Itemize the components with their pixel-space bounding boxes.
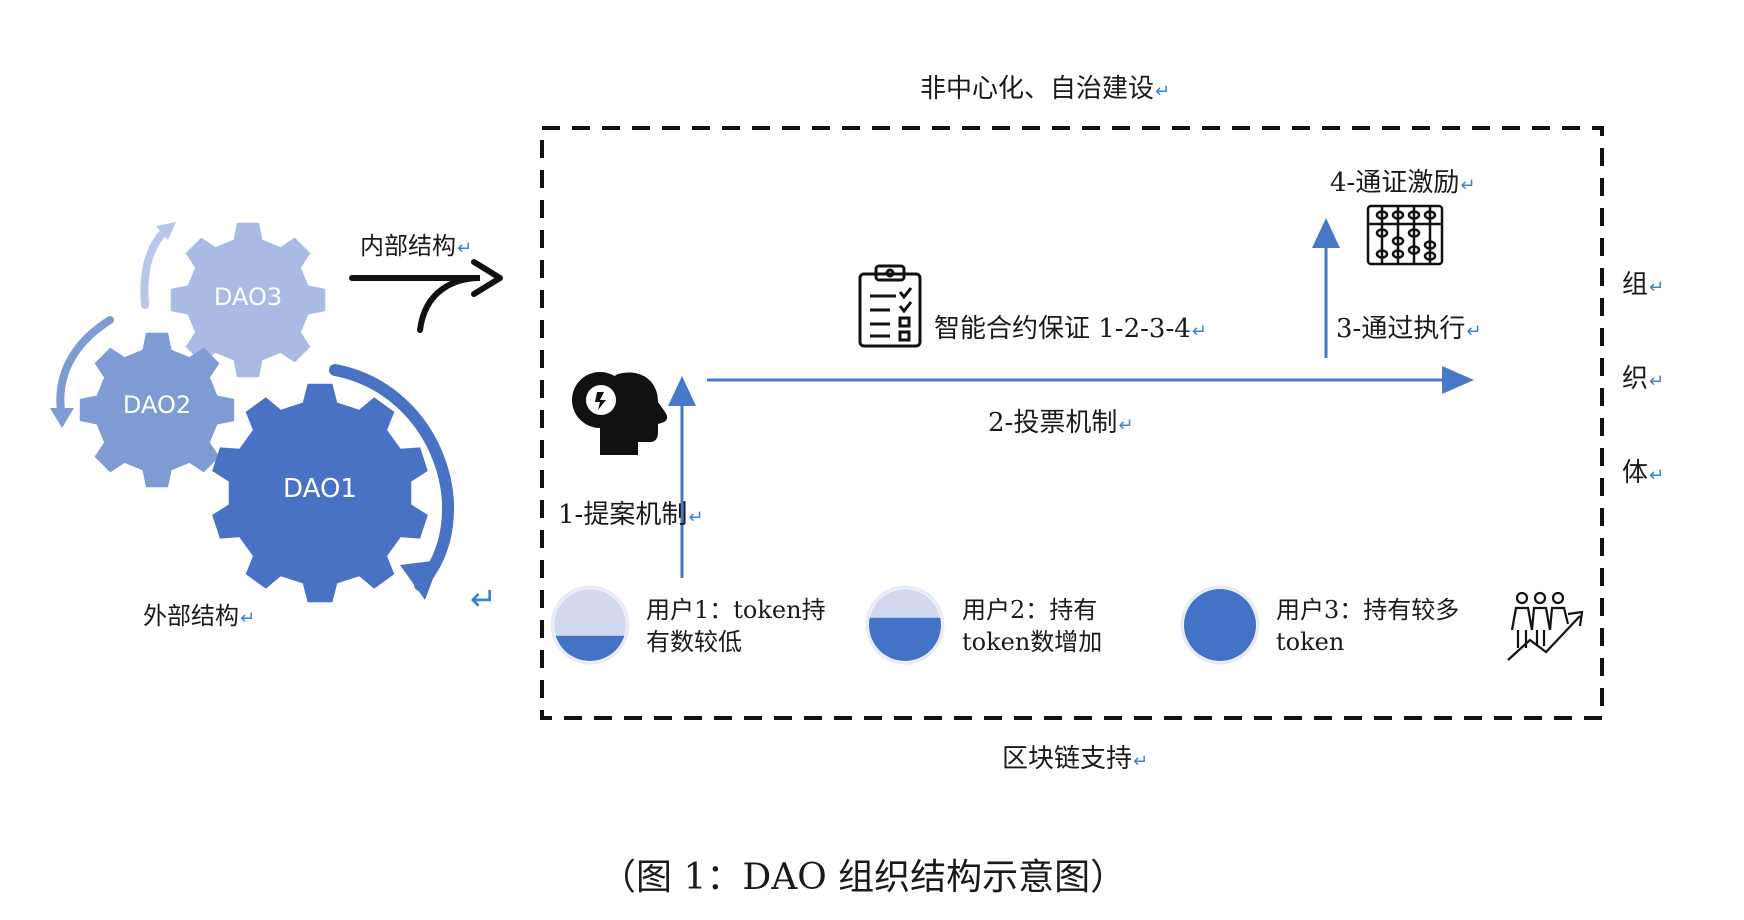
return-arrow-icon: ↵ (1460, 175, 1476, 196)
brain-head-icon (572, 372, 668, 455)
gear-dao1-label: DAO1 (283, 474, 357, 504)
abacus-icon (1366, 204, 1444, 266)
return-arrow-icon: ↵ (1466, 321, 1482, 342)
internal-structure-label: 内部结构↵ (360, 232, 473, 260)
rotation-arrow-dao3-head (156, 222, 176, 240)
return-arrow-icon: ↵ (457, 238, 473, 259)
return-arrow-icon: ↵ (688, 507, 704, 528)
dashed-frame (540, 126, 1604, 720)
step-voting: 2-投票机制↵ (988, 408, 1134, 438)
return-arrow-icon: ↵ (1649, 277, 1665, 298)
gear3-shape (170, 222, 326, 378)
execution-arrow-head (1312, 218, 1340, 248)
gear-dao3-label: DAO3 (214, 283, 282, 311)
top-label: 非中心化、自治建设↵ (920, 74, 1171, 104)
step-execution: 3-通过执行↵ (1336, 314, 1482, 344)
figure-caption: （图 1：DAO 组织结构示意图） (600, 857, 1127, 898)
user-token-circles (550, 585, 1260, 665)
proposal-arrow-head (668, 376, 696, 406)
gear-dao3 (170, 222, 326, 378)
gear-dao2 (79, 332, 235, 488)
internal-structure-arrow-head (471, 259, 503, 297)
clipboard-checklist-icon (858, 264, 922, 348)
return-arrow-icon: ↵ (1191, 321, 1207, 342)
user-1-token-fill (554, 635, 626, 661)
return-arrow-icon: ↵ (1118, 415, 1134, 436)
return-arrow-icon: ↵ (1649, 371, 1665, 392)
rotation-arrow-dao2 (56, 316, 114, 422)
org-char-1: 组↵ (1622, 270, 1665, 300)
voting-arrow-head (1442, 366, 1474, 394)
bottom-label: 区块链支持↵ (1002, 744, 1149, 774)
rotation-arrow-dao1 (329, 364, 455, 591)
user-3-token-ring (1180, 585, 1260, 665)
external-structure-label: 外部结构↵ (143, 602, 256, 630)
user-1-token-ring (550, 585, 630, 665)
rotation-arrow-dao1-head (400, 560, 440, 600)
return-arrow-icon: ↵ (1155, 81, 1171, 102)
rotation-arrow-dao2-head (50, 408, 74, 428)
org-char-3: 体↵ (1622, 458, 1665, 488)
rotation-arrow-dao3 (140, 226, 170, 309)
gear2-shape (79, 332, 235, 488)
internal-structure-arrow (349, 275, 481, 333)
return-arrow-icon: ↵ (240, 608, 256, 629)
user-1-label: 用户1：token持有数较低 (646, 596, 826, 656)
user-2-token-ring (865, 585, 945, 665)
org-char-2: 织↵ (1622, 364, 1665, 394)
return-arrow-icon: ↵ (470, 580, 497, 618)
gear-dao2-label: DAO2 (123, 391, 191, 419)
step-proposal: 1-提案机制↵ (558, 500, 704, 530)
return-arrow-icon: ↵ (1649, 465, 1665, 486)
user-3-token-fill (1184, 589, 1256, 661)
people-growth-icon (1507, 591, 1584, 661)
step-incentive: 4-通证激励↵ (1330, 168, 1476, 198)
gear1-shape (212, 383, 428, 603)
smart-contract-label: 智能合约保证 1-2-3-4↵ (934, 314, 1207, 344)
return-arrow-icon: ↵ (1133, 751, 1149, 772)
gear-dao1 (212, 383, 428, 603)
